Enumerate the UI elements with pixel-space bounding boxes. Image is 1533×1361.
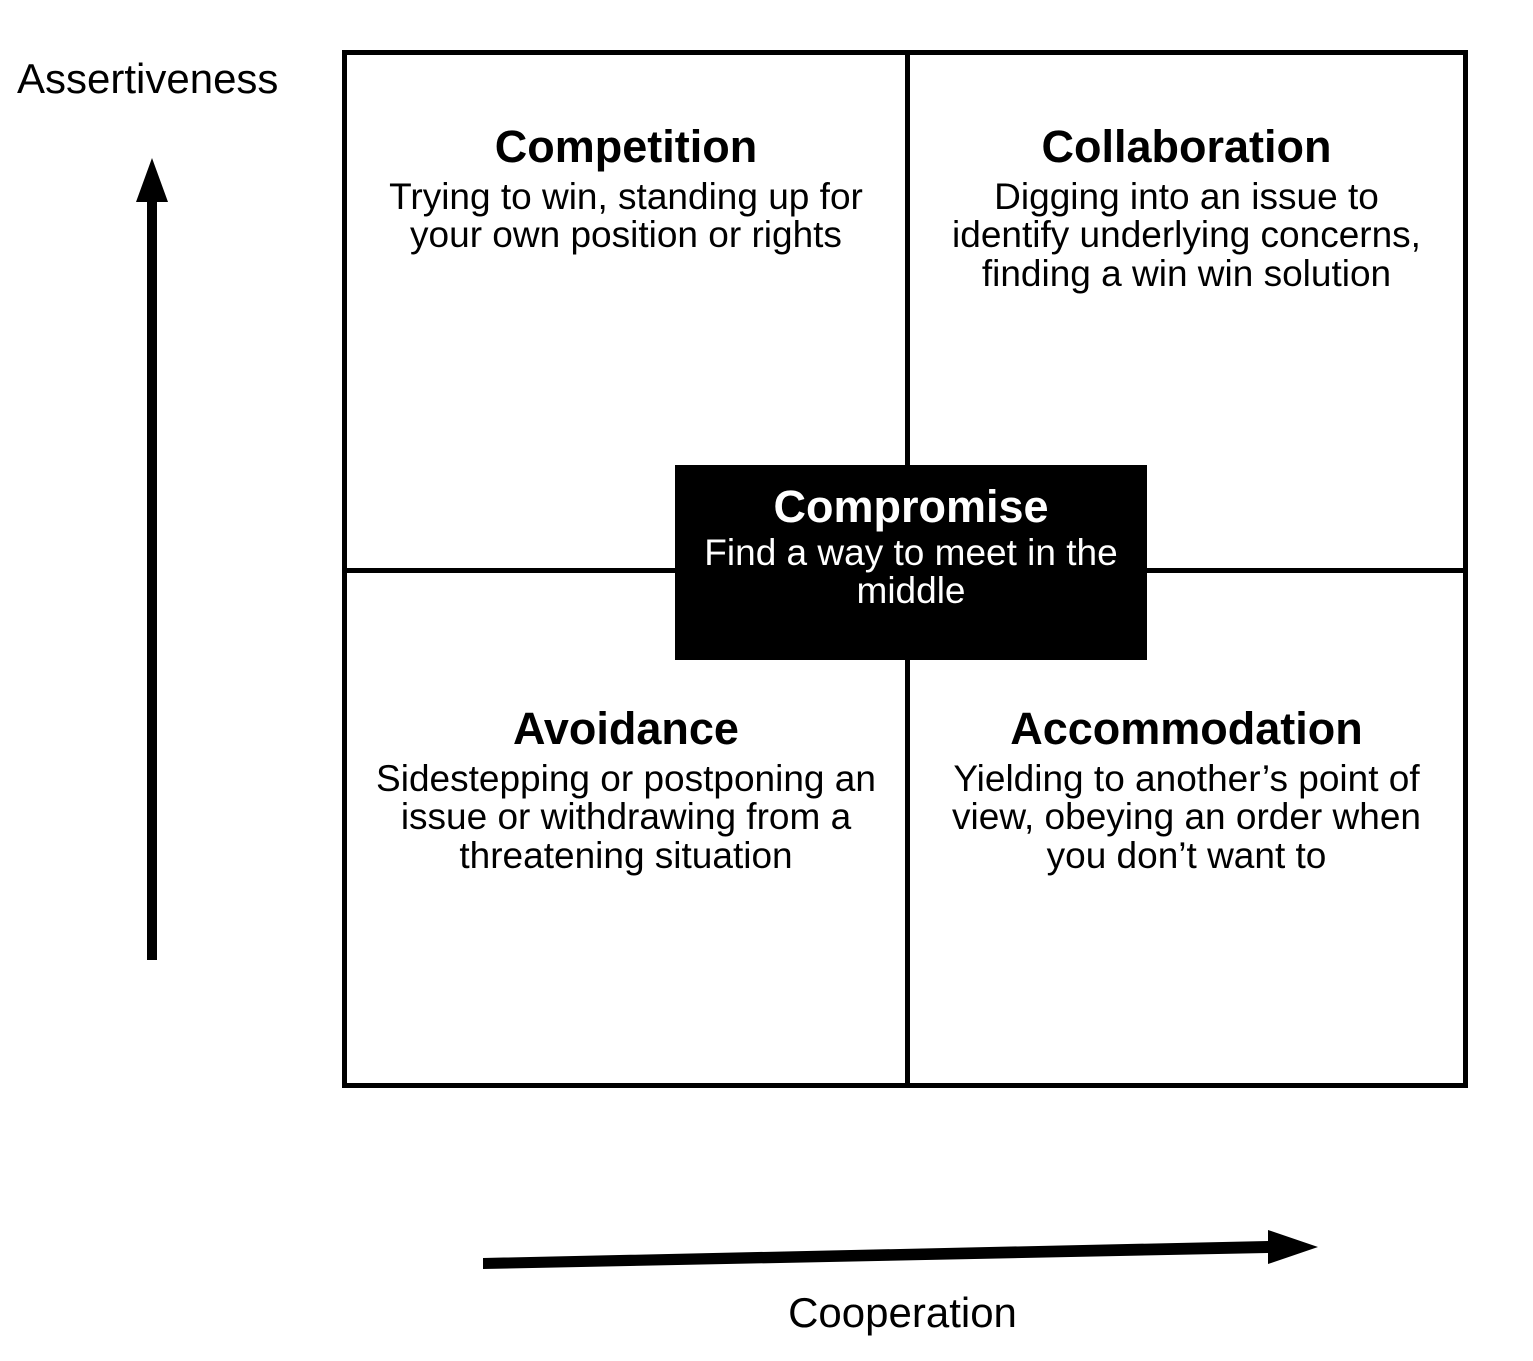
quadrant-title: Competition xyxy=(494,121,758,172)
arrow-up-icon xyxy=(118,150,188,960)
quadrant-title: Compromise xyxy=(773,481,1049,532)
quadrant-compromise[interactable]: Compromise Find a way to meet in the mid… xyxy=(675,465,1147,660)
conflict-matrix: Competition Trying to win, standing up f… xyxy=(342,50,1468,1088)
quadrant-description: Find a way to meet in the middle xyxy=(704,531,1118,612)
x-axis-label: Cooperation xyxy=(788,1289,1017,1336)
quadrant-competition[interactable]: Competition Trying to win, standing up f… xyxy=(347,121,905,256)
quadrant-accommodation[interactable]: Accommodation Yielding to another’s poin… xyxy=(910,703,1463,876)
quadrant-description: Trying to win, standing up for your own … xyxy=(389,175,863,256)
quadrant-avoidance[interactable]: Avoidance Sidestepping or postponing an … xyxy=(347,703,905,876)
quadrant-title: Collaboration xyxy=(1041,121,1332,172)
y-axis-label: Assertiveness xyxy=(17,55,279,102)
quadrant-title: Avoidance xyxy=(513,703,739,754)
quadrant-description: Yielding to another’s point of view, obe… xyxy=(952,757,1421,876)
arrow-right-icon xyxy=(470,1222,1325,1278)
quadrant-description: Digging into an issue to identify underl… xyxy=(952,175,1421,294)
quadrant-title: Accommodation xyxy=(1010,703,1363,754)
quadrant-collaboration[interactable]: Collaboration Digging into an issue to i… xyxy=(910,121,1463,294)
quadrant-description: Sidestepping or postponing an issue or w… xyxy=(376,757,876,876)
